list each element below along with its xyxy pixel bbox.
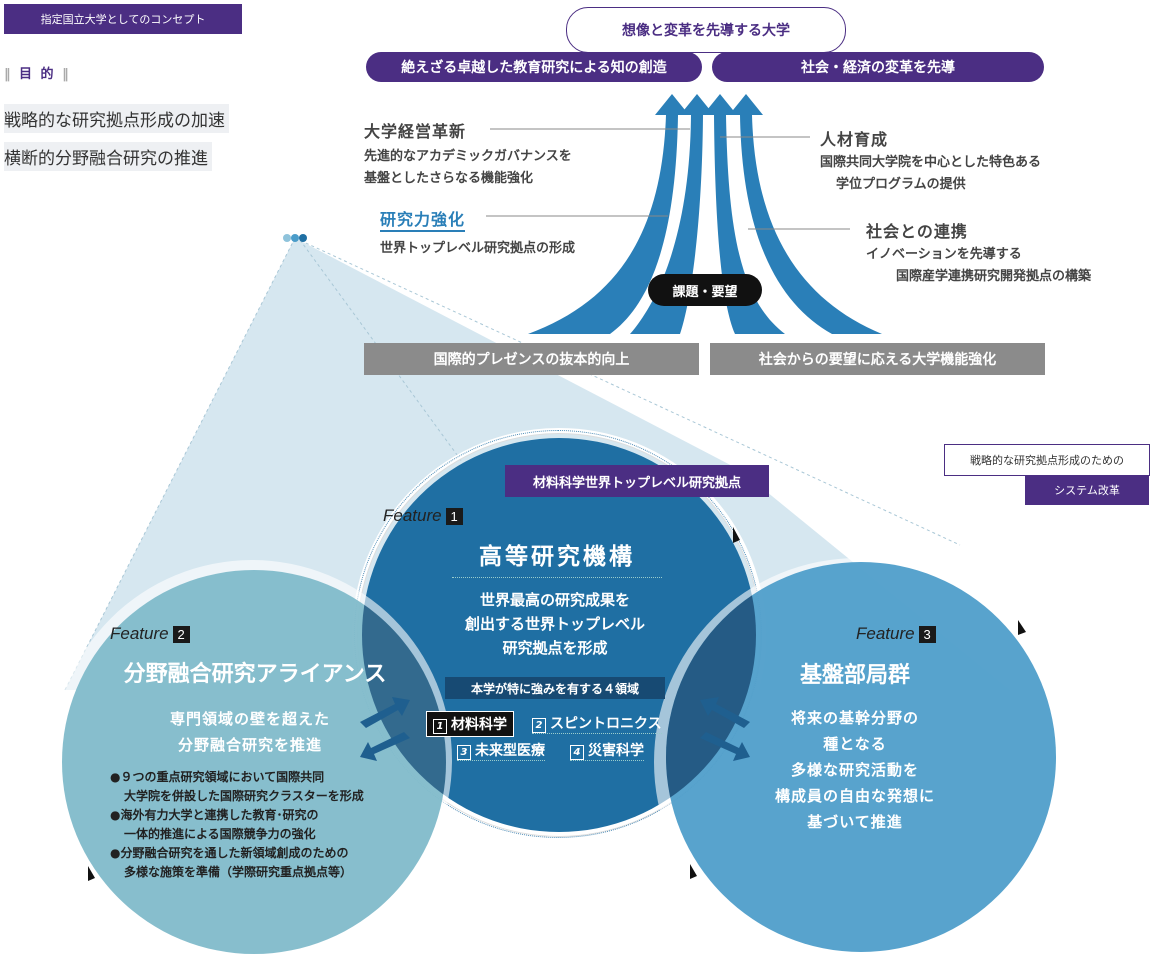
challenge-badge: 課題・要望	[648, 274, 762, 306]
bottom-right-bar: 社会からの要望に応える大学機能強化	[710, 343, 1045, 375]
pillar-management-title: 大学経営革新	[364, 122, 467, 141]
bottom-left-bar: 国際的プレゼンスの抜本的向上	[364, 343, 699, 375]
vision-left-pill: 絶えざる卓越した教育研究による知の創造	[366, 52, 702, 82]
feature1-title: 高等研究機構	[452, 537, 662, 578]
pillar-society-desc: イノベーションを先導する国際産学連携研究開発拠点の構築	[866, 247, 1092, 284]
pillar-talent-title: 人材育成	[820, 130, 889, 149]
purpose-label: ‖ 目 的 ‖	[4, 67, 71, 82]
pillar-management-desc: 先進的なアカデミックガバナンスを基盤としたさらなる機能強化	[364, 149, 572, 186]
system-reform-tag: システム改革	[1025, 475, 1149, 505]
feature1-description: 世界最高の研究成果を創出する世界トップレベル研究拠点を形成	[464, 591, 645, 657]
feature2-bullets: ●９つの重点研究領域において国際共同大学院を併設した国際研究クラスターを形成 ●…	[110, 770, 364, 879]
pillar-society-title: 社会との連携	[866, 222, 968, 241]
feature3-title: 基盤部局群	[799, 663, 910, 688]
goal-2: 横断的分野融合研究の推進	[4, 142, 212, 171]
feature2-title: 分野融合研究アライアンス	[123, 662, 387, 687]
vision-top: 想像と変革を先導する大学	[566, 7, 846, 53]
feature1-banner: 材料科学世界トップレベル研究拠点	[505, 465, 769, 497]
feature1-fields-header: 本学が特に強みを有する４領域	[445, 677, 665, 699]
system-reform-box: 戦略的な研究拠点形成のための	[944, 444, 1150, 476]
feature3-description: 将来の基幹分野の種となる多様な研究活動を構成員の自由な発想に基づいて推進	[774, 709, 935, 831]
pillar-talent-desc: 国際共同大学院を中心とした特色ある学位プログラムの提供	[820, 155, 1042, 192]
goal-1: 戦略的な研究拠点形成の加速	[4, 104, 229, 133]
feature2-description: 専門領域の壁を超えた分野融合研究を推進	[169, 710, 330, 754]
pillar-research-desc: 世界トップレベル研究拠点の形成	[380, 241, 576, 256]
concept-tag: 指定国立大学としてのコンセプト	[4, 4, 242, 34]
pillar-research-title: 研究力強化	[380, 206, 466, 232]
vision-right-pill: 社会・経済の変革を先導	[712, 52, 1044, 82]
